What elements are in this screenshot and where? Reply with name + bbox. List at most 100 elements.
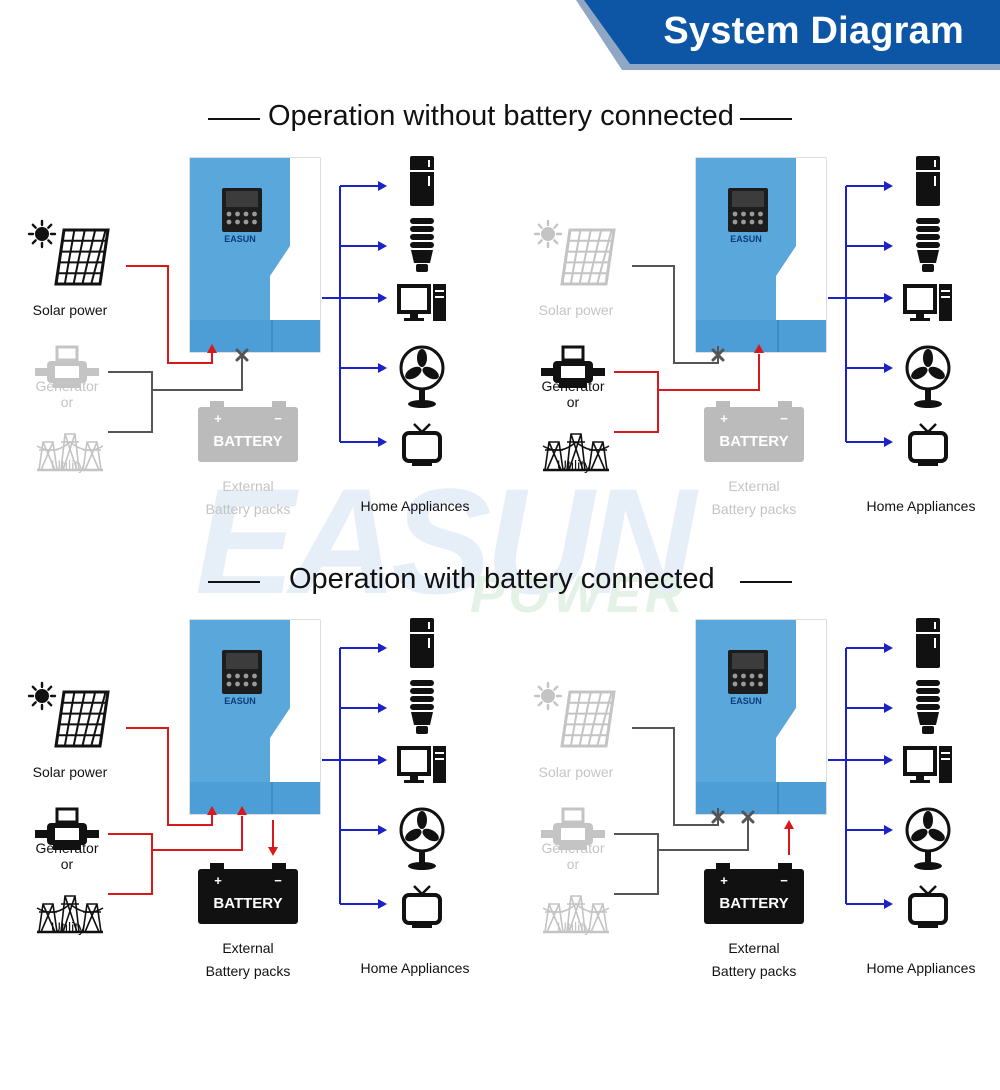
gen-base bbox=[559, 383, 587, 388]
gen-shaft-right bbox=[593, 830, 605, 838]
tv-stand bbox=[918, 462, 938, 466]
fridge-handle bbox=[428, 176, 430, 186]
panel-grid bbox=[72, 229, 86, 285]
panel-grid bbox=[81, 229, 97, 285]
bulb-coil bbox=[410, 680, 434, 686]
arrow-head bbox=[378, 241, 387, 251]
gen-base bbox=[53, 845, 81, 850]
battery-terminal bbox=[210, 401, 224, 408]
grid-to-inverter-line bbox=[152, 354, 243, 391]
solar-panel-icon bbox=[560, 228, 616, 286]
bulb-icon bbox=[916, 680, 940, 734]
panel-battery-discharging: EASUN+−BATTERY bbox=[533, 618, 952, 934]
pc-slot bbox=[435, 758, 444, 760]
fridge-body bbox=[410, 156, 434, 206]
inverter-face bbox=[696, 620, 796, 782]
gen-top bbox=[55, 345, 79, 362]
fridge-split bbox=[916, 170, 940, 172]
battery-plus: + bbox=[214, 411, 222, 426]
sun-ray bbox=[31, 685, 37, 691]
monitor-stand bbox=[404, 780, 424, 783]
tv-icon bbox=[908, 423, 948, 466]
panel-no-battery-solar: EASUN+−BATTERY bbox=[27, 156, 446, 472]
bulb-coil bbox=[410, 242, 434, 248]
gen-top bbox=[561, 807, 585, 824]
heading-rule-left bbox=[208, 118, 260, 120]
solar-power-label: Solar power bbox=[538, 764, 614, 780]
utility-label: Utility bbox=[50, 457, 86, 473]
panel-grid bbox=[81, 691, 97, 747]
arrow-head bbox=[207, 806, 217, 815]
arrow-head bbox=[237, 806, 247, 815]
fridge-handle bbox=[428, 160, 430, 167]
generator-icon bbox=[35, 807, 99, 850]
arrow-head bbox=[378, 643, 387, 653]
fridge-body bbox=[916, 156, 940, 206]
generator-icon bbox=[35, 345, 99, 388]
computer-icon bbox=[397, 746, 446, 783]
battery-label: BATTERY bbox=[719, 895, 788, 912]
monitor-neck bbox=[916, 774, 924, 780]
external-label: External bbox=[728, 478, 780, 494]
battery-minus: − bbox=[780, 873, 788, 888]
solar-power-label: Solar power bbox=[538, 302, 614, 318]
gen-window bbox=[55, 366, 79, 378]
solar-flow-line bbox=[126, 727, 213, 826]
generator-label: Generator bbox=[35, 378, 99, 394]
panel-grid bbox=[90, 229, 107, 285]
fridge-icon bbox=[410, 618, 434, 668]
panel-grid bbox=[63, 691, 76, 747]
battery-minus: − bbox=[780, 411, 788, 426]
generator-label: Generator bbox=[541, 840, 605, 856]
fan-base bbox=[408, 400, 436, 408]
grid-to-inverter-line bbox=[658, 816, 749, 851]
battery-packs-label: Battery packs bbox=[711, 501, 797, 517]
tv-screen bbox=[908, 431, 948, 463]
sun-ray bbox=[47, 685, 53, 691]
inverter-button bbox=[252, 211, 257, 217]
sun-ray bbox=[537, 685, 543, 691]
monitor-stand bbox=[910, 780, 930, 783]
inverter-button bbox=[252, 673, 257, 679]
home-appliances-label: Home Appliances bbox=[360, 498, 470, 514]
inverter-bottom bbox=[190, 320, 320, 352]
fridge-split bbox=[916, 632, 940, 634]
sun-core bbox=[541, 689, 555, 703]
or-label: or bbox=[566, 394, 580, 410]
tv-stand bbox=[412, 924, 432, 928]
solar-panel-icon bbox=[54, 690, 110, 748]
generator-label: Generator bbox=[35, 840, 99, 856]
monitor-stand bbox=[404, 318, 424, 321]
inverter-face bbox=[190, 620, 290, 782]
battery-terminal bbox=[272, 401, 286, 408]
tv-antenna bbox=[919, 423, 929, 433]
inverter-button bbox=[732, 673, 738, 679]
bulb-coil bbox=[916, 226, 940, 232]
inverter-button bbox=[741, 673, 746, 679]
bulb-coil bbox=[916, 704, 940, 710]
generator-label: Generator bbox=[541, 378, 605, 394]
battery-minus: − bbox=[274, 411, 282, 426]
lcd-screen bbox=[226, 191, 258, 207]
arrow-head bbox=[884, 363, 893, 373]
sun-ray bbox=[537, 239, 543, 245]
fridge-icon bbox=[916, 156, 940, 206]
arrow-head bbox=[884, 241, 893, 251]
bulb-base bbox=[917, 712, 939, 725]
arrow-head bbox=[378, 755, 387, 765]
panel-grid bbox=[569, 691, 582, 747]
inverter-side bbox=[290, 158, 320, 320]
bulb-icon bbox=[410, 680, 434, 734]
gen-shaft-right bbox=[87, 368, 99, 376]
fridge-handle bbox=[934, 160, 936, 167]
panel-grid bbox=[72, 691, 86, 747]
bulb-screw bbox=[922, 726, 934, 734]
pc-slot bbox=[435, 296, 444, 298]
battery-body bbox=[198, 407, 298, 462]
panel-grid bbox=[596, 691, 613, 747]
inverter-button bbox=[252, 219, 257, 225]
battery-label: BATTERY bbox=[213, 895, 282, 912]
sun-ray bbox=[47, 223, 53, 229]
fan-base bbox=[408, 862, 436, 870]
inverter-button bbox=[243, 681, 249, 687]
